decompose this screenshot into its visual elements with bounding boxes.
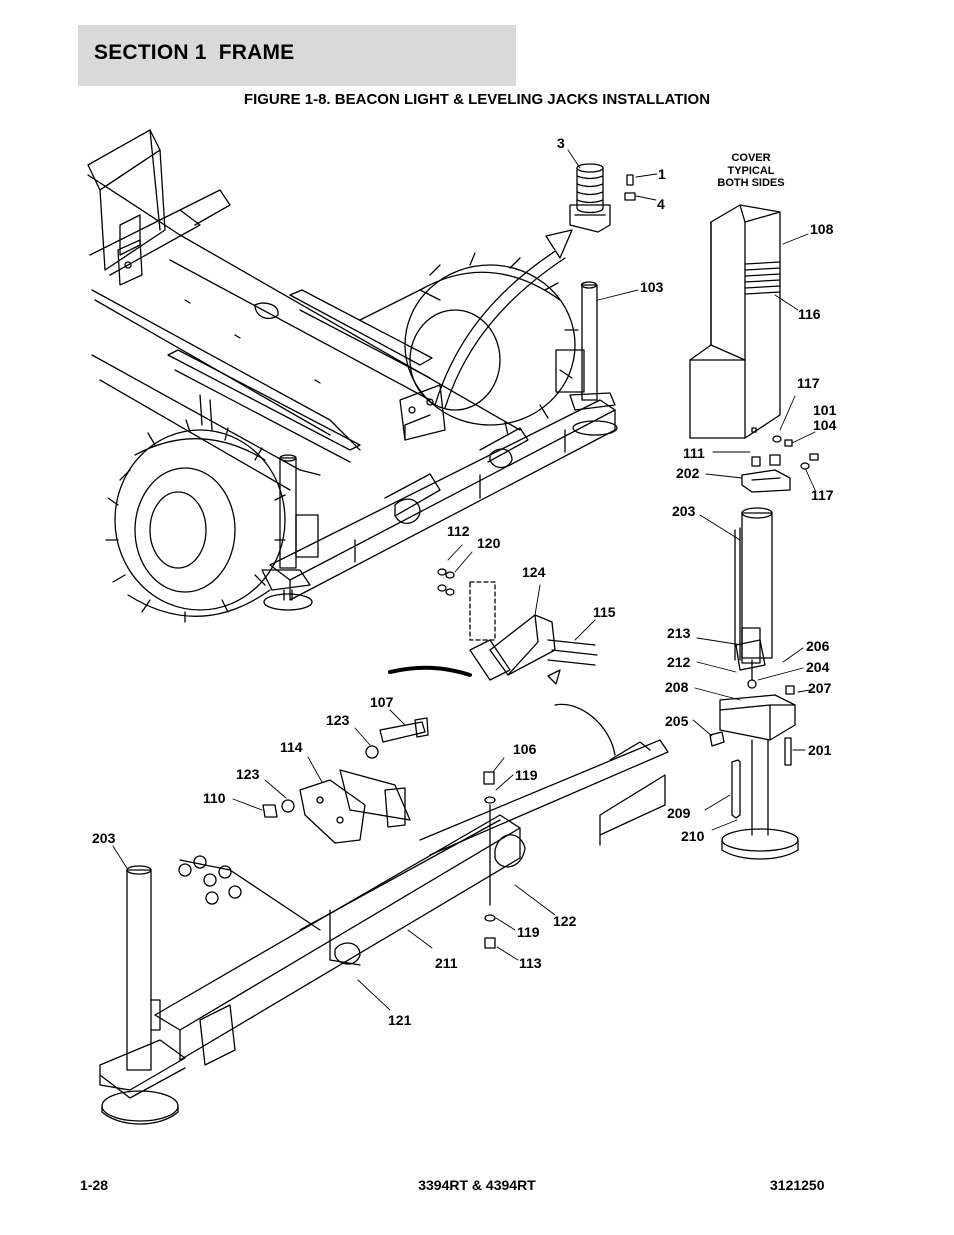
- callout-label: 119: [517, 924, 540, 940]
- rear-tire-drawing: [404, 252, 579, 436]
- leveling-jack-assembly-drawing: [709, 507, 799, 860]
- note-line-1: COVER: [731, 152, 770, 164]
- left-tire-drawing: [105, 419, 286, 623]
- note-line-2: TYPICAL: [727, 165, 774, 177]
- callout-label: 101: [813, 402, 837, 418]
- upper-axle-beam-drawing: [261, 281, 618, 611]
- callout-label: 205: [665, 713, 689, 729]
- callout-label: 107: [370, 694, 394, 710]
- callout-label: 121: [388, 1012, 412, 1028]
- callout-label: 124: [522, 564, 546, 580]
- lower-axle-beam-drawing: [99, 717, 669, 1125]
- callout-label: 122: [553, 913, 577, 929]
- chassis-frame-drawing: [87, 129, 521, 491]
- callout-label: 212: [667, 654, 691, 670]
- callout-label: 206: [806, 638, 830, 654]
- callout-label: 201: [808, 742, 832, 758]
- callout-labels: 3 1 4 108 103 116 117 101 104 111 202 11…: [92, 135, 837, 1028]
- callout-label: 213: [667, 625, 691, 641]
- callout-label: 207: [808, 680, 832, 696]
- callout-label: 1: [658, 166, 666, 182]
- callout-label: 115: [593, 604, 616, 620]
- callout-label: 114: [280, 739, 303, 755]
- callout-label: 202: [676, 465, 700, 481]
- callout-label: 113: [519, 955, 542, 971]
- document-number: 3121250: [770, 1177, 825, 1193]
- callout-label: 120: [477, 535, 501, 551]
- callout-label: 211: [435, 955, 458, 971]
- callout-label: 111: [683, 445, 705, 461]
- callout-label: 103: [640, 279, 664, 295]
- cover-note: COVER TYPICAL BOTH SIDES: [717, 152, 784, 189]
- drive-assembly-drawing: [388, 568, 616, 756]
- callout-label: 108: [810, 221, 834, 237]
- jack-cover-drawing: [689, 204, 819, 493]
- callout-label: 106: [513, 741, 537, 757]
- callout-label: 119: [515, 767, 538, 783]
- callout-label: 210: [681, 828, 705, 844]
- callout-label: 203: [92, 830, 116, 846]
- section-title: SECTION 1 FRAME: [94, 41, 295, 64]
- callout-label: 204: [806, 659, 830, 675]
- callout-label: 203: [672, 503, 696, 519]
- callout-label: 116: [798, 306, 821, 322]
- callout-label: 123: [236, 766, 260, 782]
- note-line-3: BOTH SIDES: [717, 177, 784, 189]
- beacon-direction-arrow: [434, 229, 573, 409]
- callout-label: 209: [667, 805, 691, 821]
- callout-label: 208: [665, 679, 689, 695]
- beacon-light-drawing: [569, 163, 636, 233]
- section-banner: SECTION 1 FRAME: [78, 25, 516, 86]
- callout-label: 112: [447, 523, 470, 539]
- model-name: 3394RT & 4394RT: [418, 1177, 536, 1193]
- callout-label: 110: [203, 790, 226, 806]
- callout-label: 104: [813, 417, 837, 433]
- callout-leader-lines: [112, 149, 816, 1011]
- page-number: 1-28: [80, 1177, 109, 1193]
- callout-label: 123: [326, 712, 350, 728]
- callout-label: 117: [797, 375, 820, 391]
- callout-label: 117: [811, 487, 834, 503]
- callout-label: 4: [657, 196, 665, 212]
- callout-label: 3: [557, 135, 565, 151]
- figure-title: FIGURE 1-8. BEACON LIGHT & LEVELING JACK…: [243, 91, 711, 108]
